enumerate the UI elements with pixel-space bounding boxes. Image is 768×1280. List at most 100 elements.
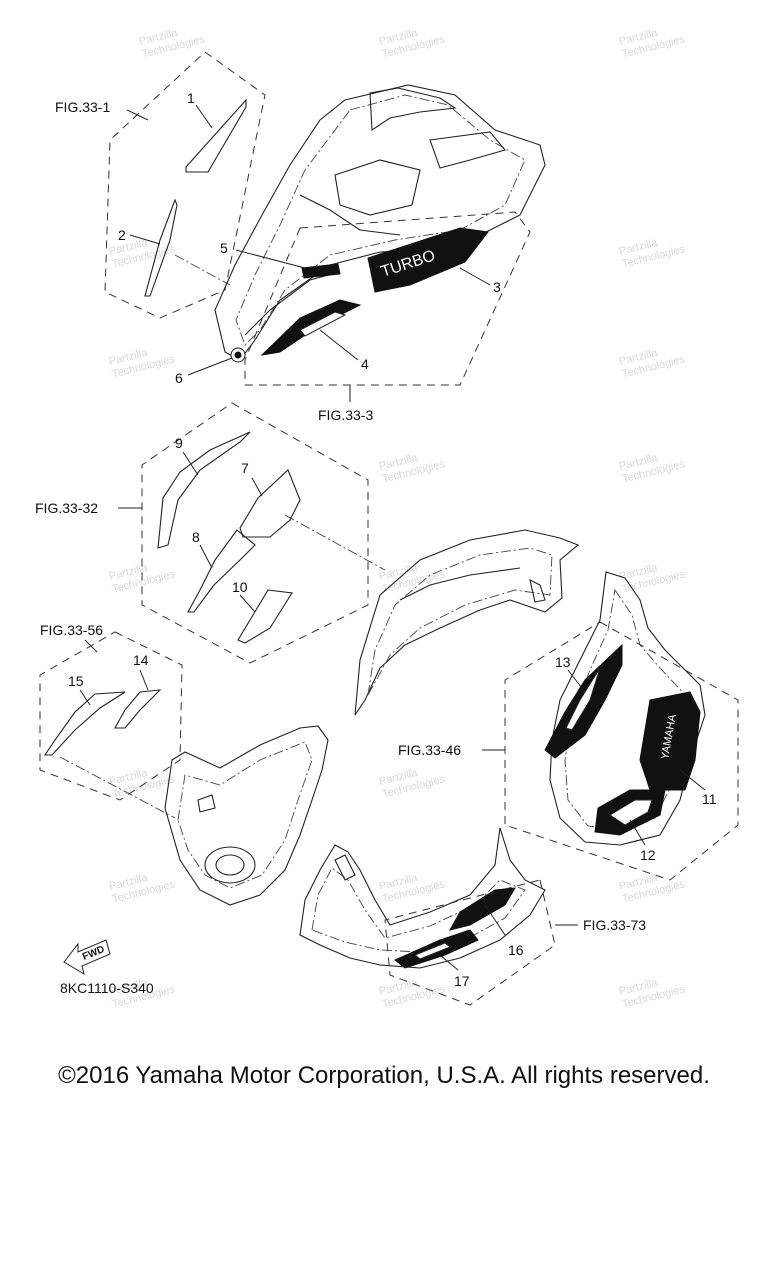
middle-panel-rail	[399, 567, 521, 601]
fig-33-32-placement-line	[284, 514, 386, 571]
callout-12-leader	[629, 819, 646, 846]
lower-left-panel-inner	[177, 741, 313, 889]
decal-14-shape	[114, 689, 162, 729]
group-fig-33-56: FIG.33-56 15 14	[39, 622, 183, 819]
callout-10-leader	[239, 594, 256, 613]
callout-13: 13	[555, 654, 571, 670]
callout-16: 16	[508, 942, 524, 958]
callout-8-leader	[199, 544, 213, 569]
callout-7-leader	[251, 477, 263, 497]
callout-3: 3	[493, 279, 501, 295]
middle-panel-inner	[367, 547, 553, 696]
callout-7: 7	[241, 460, 249, 476]
callout-9-leader	[182, 451, 199, 476]
callout-4: 4	[361, 356, 369, 372]
dashed-boundary-fig-33-32	[141, 402, 369, 664]
decal-11-shape	[639, 691, 701, 791]
bottom-panel-vent	[334, 854, 356, 881]
fig-33-46-label: FIG.33-46	[398, 742, 461, 758]
top-deck-part	[214, 84, 546, 361]
callout-8: 8	[192, 529, 200, 545]
deck-ridge	[299, 194, 401, 236]
deck-hatch	[334, 159, 421, 216]
group-fig-33-73: FIG.33-73 16 17	[384, 879, 646, 1006]
callout-16-leader	[484, 904, 506, 936]
deck-vent-upper	[369, 87, 457, 131]
fig-33-56-label: FIG.33-56	[40, 622, 103, 638]
decal-10-shape	[237, 589, 293, 644]
decal-3-shape	[367, 227, 489, 293]
callout-11-leader	[679, 769, 706, 791]
callout-6-leader	[187, 357, 233, 376]
decal-2-shape	[144, 198, 178, 297]
dashed-boundary-fig-33-3	[244, 211, 531, 386]
dashed-boundary-fig-33-56	[39, 631, 183, 801]
callout-17-leader	[439, 954, 459, 971]
callout-15-leader	[79, 689, 91, 706]
group-fig-33-46: FIG.33-46 13 YAMAHA 11 12	[398, 621, 739, 881]
callout-2: 2	[118, 227, 126, 243]
decal-15-shape	[43, 691, 126, 756]
fig-33-3-label: FIG.33-3	[318, 407, 373, 423]
fig-33-1-leader	[126, 109, 149, 121]
decal-5-shape	[301, 263, 341, 279]
fwd-arrow-icon	[63, 939, 111, 976]
callout-2-leader	[129, 234, 161, 245]
part-6-badge-center	[234, 351, 242, 359]
dashed-boundary-fig-33-1	[104, 51, 266, 319]
callout-14-leader	[139, 669, 149, 691]
decal-17-stripe	[414, 942, 451, 960]
group-fig-33-32: FIG.33-32 9 7 8 10	[35, 402, 386, 664]
fig-33-73-label: FIG.33-73	[583, 917, 646, 933]
callout-5-leader	[235, 249, 306, 269]
fig-33-32-label: FIG.33-32	[35, 500, 98, 516]
decal-8-shape	[187, 529, 256, 613]
callout-9: 9	[175, 435, 183, 451]
fig-33-56-leader	[84, 639, 98, 653]
lower-left-panel-port	[204, 846, 256, 884]
callout-3-leader	[459, 267, 491, 286]
callout-17: 17	[454, 973, 470, 989]
lower-left-panel-outline	[164, 725, 329, 906]
callout-11: 11	[702, 791, 717, 807]
lower-left-panel-port-inner	[215, 854, 245, 876]
deck-vent-lower	[429, 131, 506, 169]
callout-10: 10	[232, 579, 248, 595]
decal-1-shape	[185, 98, 247, 173]
right-panel-outline	[549, 571, 706, 846]
dashed-boundary-fig-33-73	[384, 879, 556, 1006]
group-fig-33-3: FIG.33-3 TURBO 3 4 5 6	[175, 211, 531, 423]
callout-4-leader	[319, 329, 359, 361]
callout-1: 1	[187, 90, 195, 106]
middle-panel-bracket	[529, 578, 546, 603]
copyright-notice: ©2016 Yamaha Motor Corporation, U.S.A. A…	[58, 1062, 710, 1089]
lower-left-panel-tab	[197, 794, 216, 813]
middle-panel-outline	[354, 529, 580, 716]
callout-12: 12	[640, 847, 656, 863]
decal-4-inner	[299, 311, 347, 337]
diagram-code: 8KC1110-S340	[60, 980, 154, 996]
decal-16-shape	[449, 887, 516, 931]
bottom-panel-inner	[311, 867, 526, 953]
callout-15: 15	[68, 673, 84, 689]
fwd-indicator: FWD	[63, 939, 111, 976]
top-deck-outline	[214, 84, 546, 361]
decal-12-inner	[609, 799, 653, 826]
top-deck-inner-contour	[235, 94, 526, 346]
dashed-boundary-fig-33-46	[504, 621, 739, 881]
fig-33-56-placement-line	[59, 756, 176, 819]
callout-13-leader	[567, 669, 586, 693]
decal-2-placement-line	[174, 254, 231, 286]
callout-14: 14	[133, 652, 149, 668]
decal-13-stripe	[565, 667, 601, 731]
callout-6: 6	[175, 370, 183, 386]
callout-1-leader	[195, 104, 213, 129]
callout-5: 5	[220, 240, 228, 256]
decal-7-shape	[239, 469, 301, 538]
group-fig-33-1: FIG.33-1 1 2	[55, 51, 266, 319]
lower-left-panel	[164, 725, 329, 906]
middle-side-panel	[354, 529, 580, 716]
decal-9-shape	[157, 431, 251, 549]
